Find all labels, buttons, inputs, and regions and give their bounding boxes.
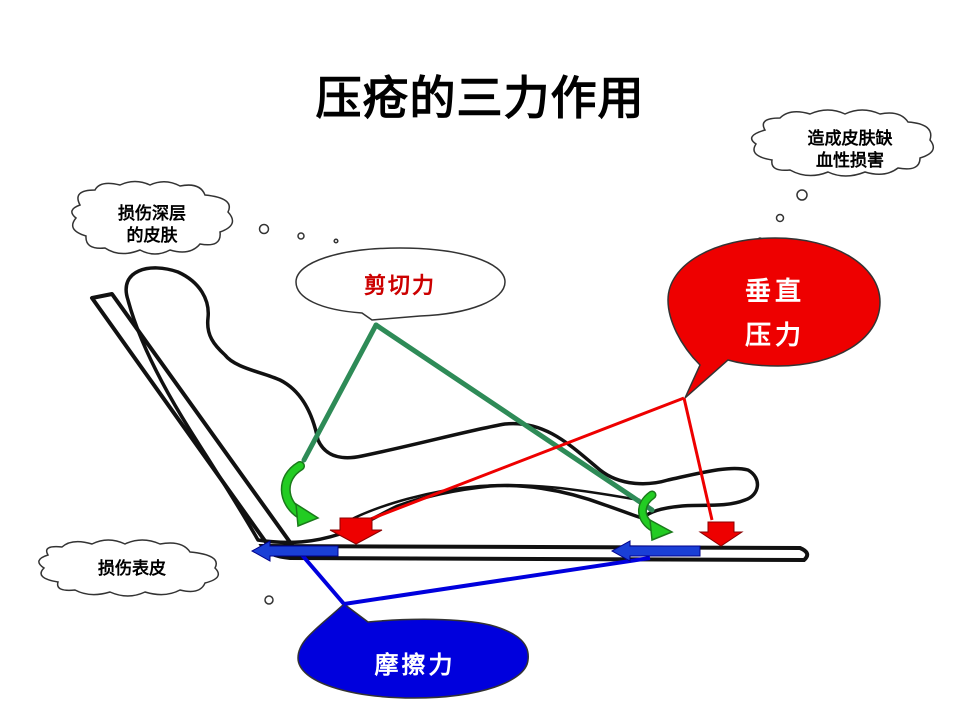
cloud-epidermis-label: 损伤表皮 <box>62 558 202 580</box>
cloud-deep-skin-shape <box>71 180 234 255</box>
rotation-arrow-right <box>638 490 674 542</box>
patient-leg-contour <box>349 483 641 522</box>
cloud-deep-skin-label: 损伤深层 的皮肤 <box>92 203 212 247</box>
bed-backrest <box>90 292 294 550</box>
cloud-ischemia-shape <box>750 109 935 177</box>
cloud-epidermis-line-1: 损伤表皮 <box>98 559 166 579</box>
friction-arrow-left <box>250 540 339 562</box>
friction-force-label: 摩擦力 <box>374 651 456 679</box>
cloud-deep-skin-line-2: 的皮肤 <box>126 226 178 246</box>
pressure-lines <box>367 396 714 522</box>
pressure-callout-shape <box>667 237 881 399</box>
cloud-epidermis-shape <box>38 539 220 597</box>
pressure-force-label: 垂直 压力 <box>710 270 840 358</box>
pressure-arrow-left <box>329 517 383 545</box>
cloud-ischemia-line-2: 血性损害 <box>816 151 884 171</box>
cloud-ischemia-label: 造成皮肤缺 血性损害 <box>780 128 920 172</box>
cloud-deep-skin-line-1: 损伤深层 <box>118 204 186 224</box>
cloud-ischemia-line-1: 造成皮肤缺 <box>807 129 893 149</box>
page-title: 压疮的三力作用 <box>315 71 645 125</box>
shear-callout-shape <box>295 247 506 321</box>
pressure-force-line-1: 垂直 <box>744 277 805 307</box>
friction-lines <box>300 553 651 606</box>
rotation-arrow-left <box>280 461 320 528</box>
bed-platform <box>258 543 810 563</box>
shear-force-label: 剪切力 <box>363 274 436 299</box>
friction-arrow-right <box>610 540 701 562</box>
friction-callout-shape <box>297 603 529 699</box>
pressure-arrow-right <box>698 521 744 547</box>
pressure-force-line-2: 压力 <box>744 321 805 351</box>
shear-lines <box>301 322 655 513</box>
